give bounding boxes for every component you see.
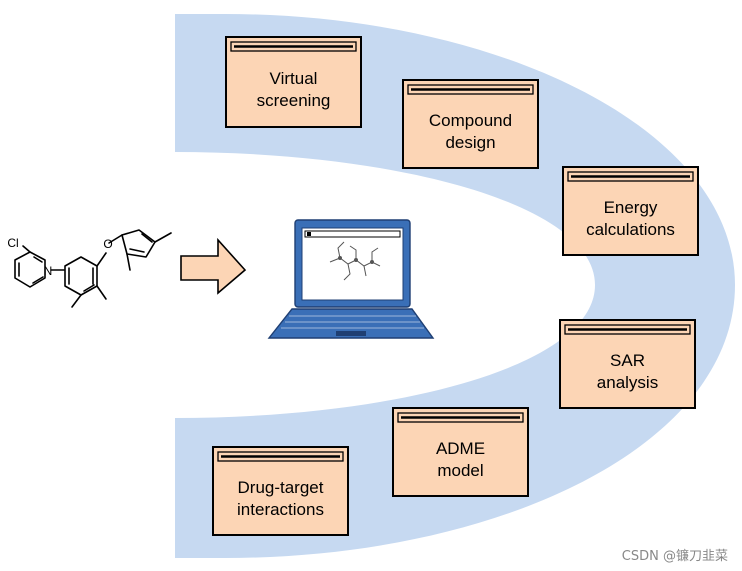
laptop-keyboard [281,315,424,329]
process-box-label-line: Virtual [270,69,318,88]
process-box-label-line: analysis [597,373,658,392]
atom-label-chlorine: Cl [7,236,18,250]
process-box-titlebar [564,324,691,335]
laptop-screen [301,227,404,301]
process-box-energy-calculations: Energy calculations [562,166,699,256]
process-box-frame [225,36,362,128]
process-box-label-line: Compound [429,111,512,130]
process-box-label-line: ADME [436,439,485,458]
process-box-label-line: SAR [610,351,645,370]
process-box-sar-analysis: SAR analysis [559,319,696,409]
atom-label-nitrogen: N [44,264,53,278]
laptop-touchpad [336,331,366,336]
process-box-titlebar [397,412,524,423]
watermark: CSDN @镰刀韭菜 [622,548,728,564]
process-box-frame [212,446,349,536]
molecule-structure [14,229,172,308]
process-box-titlebar [230,41,357,52]
process-box-frame [402,79,539,169]
block-arrow [180,237,247,295]
process-box-label-line: Drug-target [238,478,324,497]
process-box-drug-target-interactions: Drug-target interactions [212,446,349,536]
process-box-label-line: design [445,133,495,152]
process-box-label-line: screening [257,91,331,110]
process-box-titlebar [217,451,344,462]
process-box-label-line: interactions [237,500,324,519]
laptop-screen-titlebar-button [307,232,311,236]
process-box-label-line: model [437,461,483,480]
screen-molecule-icon [329,241,381,281]
process-box-label-line: Energy [604,198,658,217]
laptop-screen-titlebar [304,230,401,238]
process-box-compound-design: Compound design [402,79,539,169]
workflow-arc-band [175,14,735,558]
process-box-titlebar [567,171,694,182]
atom-label-oxygen: O [103,237,112,251]
process-box-label-line: calculations [586,220,675,239]
process-box-frame [392,407,529,497]
laptop-computer [267,219,435,339]
process-box-frame [559,319,696,409]
process-box-frame [562,166,699,256]
process-box-titlebar [407,84,534,95]
process-box-virtual-screening: Virtual screening [225,36,362,128]
process-box-adme-model: ADME model [392,407,529,497]
